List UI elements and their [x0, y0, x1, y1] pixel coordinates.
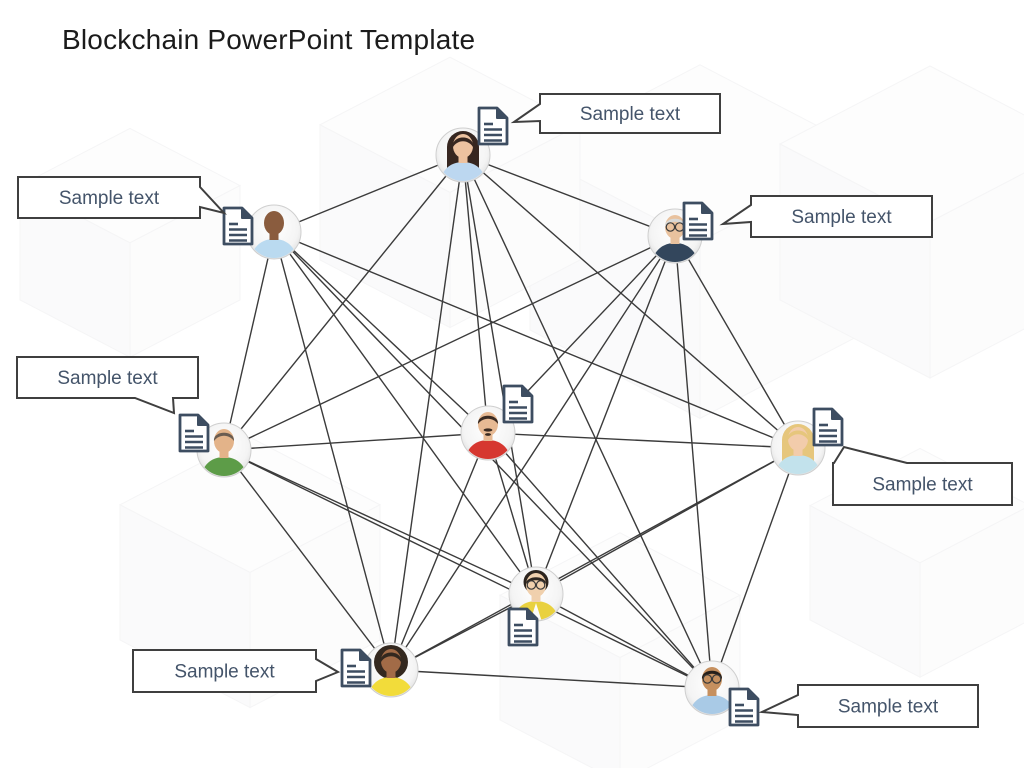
- connection-line: [390, 432, 489, 671]
- callout-label: Sample text: [580, 104, 681, 125]
- connection-line: [223, 154, 464, 451]
- callout-speech-bubble[interactable]: Sample text: [758, 684, 979, 728]
- document-icon[interactable]: [178, 413, 210, 453]
- connection-line: [390, 154, 464, 671]
- callout-label: Sample text: [791, 207, 892, 228]
- connection-line: [487, 432, 799, 449]
- callout-label: Sample text: [872, 475, 973, 496]
- connection-line: [487, 432, 537, 595]
- person-node-bottom-right-man-blue-shirt[interactable]: [684, 660, 740, 716]
- person-node-upper-left-bald-man[interactable]: [246, 204, 302, 260]
- connection-line: [223, 449, 537, 595]
- callout-label: Sample text: [57, 368, 158, 389]
- document-icon[interactable]: [340, 648, 372, 688]
- connection-line: [390, 669, 713, 689]
- connection-line: [535, 593, 713, 689]
- callout-speech-bubble[interactable]: Sample text: [132, 649, 341, 693]
- callout-shape: [832, 445, 1013, 506]
- connection-line: [223, 449, 392, 671]
- connection-line: [223, 449, 713, 689]
- slide-title: Blockchain PowerPoint Template: [62, 24, 476, 55]
- document-icon[interactable]: [477, 106, 509, 146]
- connection-line: [223, 235, 676, 451]
- person-node-mid-right-blonde-woman[interactable]: [770, 420, 826, 476]
- callout-label: Sample text: [838, 697, 939, 718]
- person-node-center-man-red-shirt[interactable]: [460, 405, 516, 461]
- callout-shape: [17, 176, 228, 219]
- person-node-bottom-left-curly-hair-woman[interactable]: [363, 642, 419, 698]
- document-icon[interactable]: [682, 201, 714, 241]
- person-node-mid-left-man-green-shirt[interactable]: [196, 422, 252, 478]
- connection-line: [462, 154, 489, 434]
- connection-line: [462, 154, 713, 689]
- connection-line: [273, 231, 489, 434]
- connection-line: [390, 235, 676, 671]
- callout-speech-bubble[interactable]: Sample text: [832, 445, 1013, 506]
- person-node-top-woman-dark-hair[interactable]: [435, 127, 491, 183]
- callout-label: Sample text: [59, 188, 160, 209]
- connection-line: [223, 432, 489, 451]
- callout-shape: [132, 649, 341, 693]
- connection-line: [273, 231, 799, 449]
- callout-shape: [719, 195, 933, 238]
- connection-line: [273, 154, 464, 233]
- connection-line: [535, 235, 676, 595]
- callout-speech-bubble[interactable]: Sample text: [510, 93, 721, 134]
- document-icon[interactable]: [812, 407, 844, 447]
- callout-shape: [758, 684, 979, 728]
- connection-line: [273, 231, 392, 671]
- callout-speech-bubble[interactable]: Sample text: [719, 195, 933, 238]
- callout-shape: [510, 93, 721, 134]
- connection-line: [273, 231, 537, 595]
- connection-line: [462, 154, 799, 449]
- document-icon[interactable]: [728, 687, 760, 727]
- callout-shape: [16, 356, 199, 415]
- callout-speech-bubble[interactable]: Sample text: [16, 356, 199, 415]
- document-icon[interactable]: [502, 384, 534, 424]
- callout-speech-bubble[interactable]: Sample text: [17, 176, 228, 219]
- connection-line: [487, 432, 713, 689]
- connection-line: [674, 235, 713, 689]
- document-icon[interactable]: [507, 607, 539, 647]
- connection-line: [223, 231, 275, 451]
- connection-line: [462, 154, 676, 237]
- connection-line: [390, 447, 799, 671]
- connection-line: [711, 447, 799, 689]
- document-icon[interactable]: [222, 206, 254, 246]
- connection-line: [674, 235, 799, 449]
- callout-label: Sample text: [174, 662, 275, 683]
- connection-line: [462, 154, 537, 595]
